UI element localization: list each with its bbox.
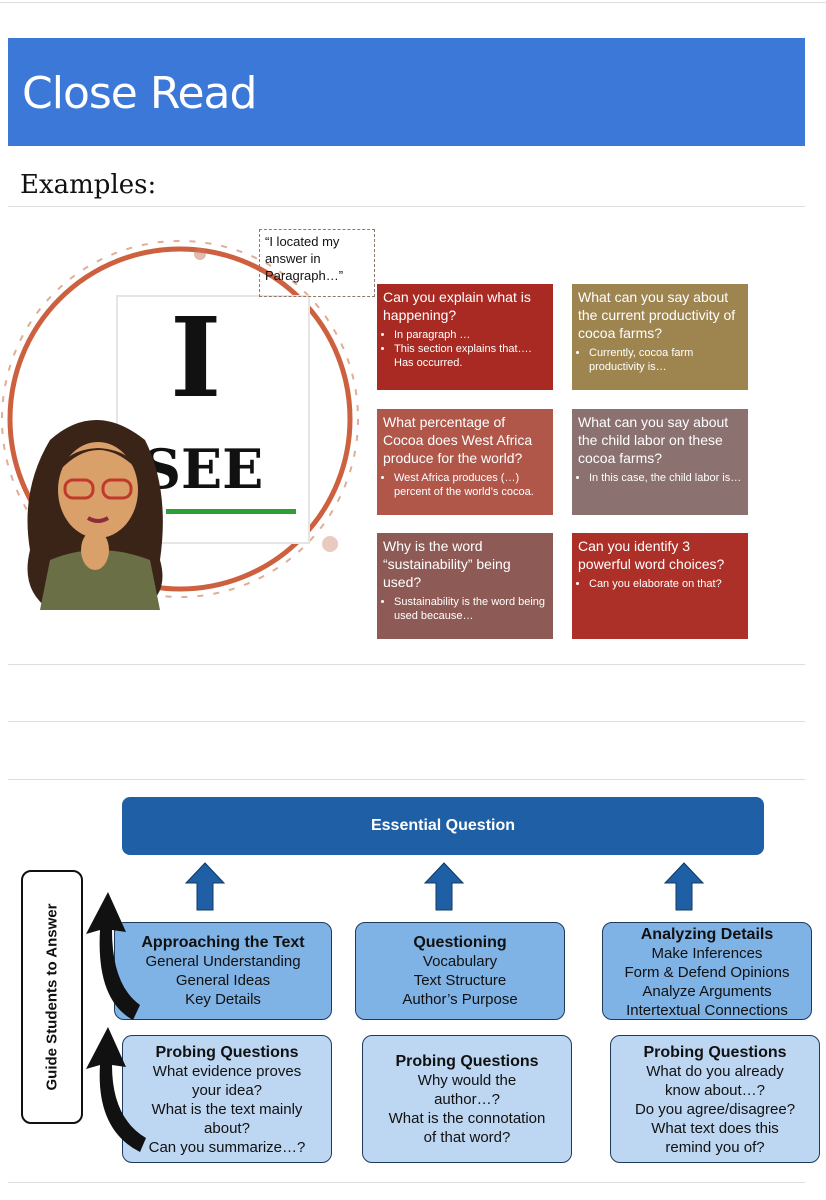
arrow-up-icon [184,862,226,911]
box-line: What do you already [646,1063,784,1080]
box-line: Intertextual Connections [626,1002,788,1019]
question-card: What can you say about the child labor o… [572,409,748,515]
box-line: Why would the [417,1072,517,1089]
teacher-avatar-icon [27,420,163,610]
card-question: Can you explain what is happening? [383,289,531,323]
card-bullet: West Africa produces (…) percent of the … [394,471,547,499]
box-line: Can you summarize…? [148,1139,306,1156]
box-line: What evidence proves [152,1063,302,1080]
curved-arrow-icon [86,892,140,1020]
up-arrows [184,862,705,911]
box-title: Analyzing Details [640,926,774,943]
analyzing-details-box: Analyzing Details Make Inferences Form &… [602,922,812,1020]
card-question: Why is the word “sustainability” being u… [383,538,511,590]
title-banner: Close Read [8,38,805,146]
question-card: Can you identify 3 powerful word choices… [572,533,748,639]
box-line: Text Structure [413,972,507,989]
sign-letter: I [170,293,222,422]
card-question: What can you say about the child labor o… [578,414,729,466]
card-bullet: In paragraph … [394,328,547,342]
box-line: Do you agree/disagree? [634,1101,796,1118]
questioning-box: Questioning Vocabulary Text Structure Au… [355,922,565,1020]
card-question: Can you identify 3 powerful word choices… [578,538,725,572]
box-line: of that word? [423,1129,511,1146]
arrow-up-icon [663,862,705,911]
box-line: remind you of? [665,1139,765,1156]
sign-underline [166,509,296,514]
probing-questions-box: Probing Questions What evidence proves y… [122,1035,332,1163]
approaching-text-box: Approaching the Text General Understandi… [114,922,332,1020]
curved-arrows [86,892,146,1152]
box-line: Form & Defend Opinions [624,964,790,981]
sign-word: SEE [142,437,264,501]
box-line: about? [204,1120,250,1137]
question-card: Can you explain what is happening? In pa… [377,284,553,390]
guide-students-label: Guide Students to Answer [21,870,83,1124]
box-line: Make Inferences [651,945,763,962]
essential-question-box: Essential Question [122,797,764,855]
box-title: Probing Questions [155,1044,299,1061]
box-line: Key Details [185,991,261,1008]
examples-label: Examples: [20,170,157,200]
quote-note: “I located my answer in Paragraph…” [259,229,375,297]
box-line: What is the connotation [388,1110,546,1127]
box-title: Probing Questions [395,1053,539,1070]
curved-arrow-icon [86,1027,146,1152]
question-card: What percentage of Cocoa does West Afric… [377,409,553,515]
box-line: Author’s Purpose [402,991,518,1008]
box-line: General Ideas [175,972,271,989]
probing-questions-box: Probing Questions Why would the author…?… [362,1035,572,1163]
page-title: Close Read [22,68,257,119]
box-line: What is the text mainly [151,1101,303,1118]
box-line: your idea? [191,1082,263,1099]
box-line: What text does this [651,1120,779,1137]
box-line: General Understanding [145,953,301,970]
arrow-up-icon [423,862,465,911]
question-card: What can you say about the current produ… [572,284,748,390]
box-line: author…? [434,1091,500,1108]
card-bullet: Can you elaborate on that? [589,577,742,591]
card-question: What can you say about the current produ… [578,289,736,341]
box-line: Analyze Arguments [642,983,772,1000]
card-bullet: In this case, the child labor is… [589,471,742,485]
guide-label-text: Guide Students to Answer [43,903,61,1091]
i-see-sign: I SEE [116,295,310,544]
box-title: Probing Questions [643,1044,787,1061]
box-line: know about…? [664,1082,766,1099]
box-line: Vocabulary [422,953,498,970]
box-title: Approaching the Text [141,934,305,951]
probing-questions-box: Probing Questions What do you already kn… [610,1035,820,1163]
card-bullet: Sustainability is the word being used be… [394,595,547,623]
card-question: What percentage of Cocoa does West Afric… [383,414,533,466]
card-bullet: Currently, cocoa farm productivity is… [589,346,742,374]
box-title: Questioning [413,934,507,951]
question-card: Why is the word “sustainability” being u… [377,533,553,639]
card-bullet: This section explains that…. Has occurre… [394,342,547,370]
